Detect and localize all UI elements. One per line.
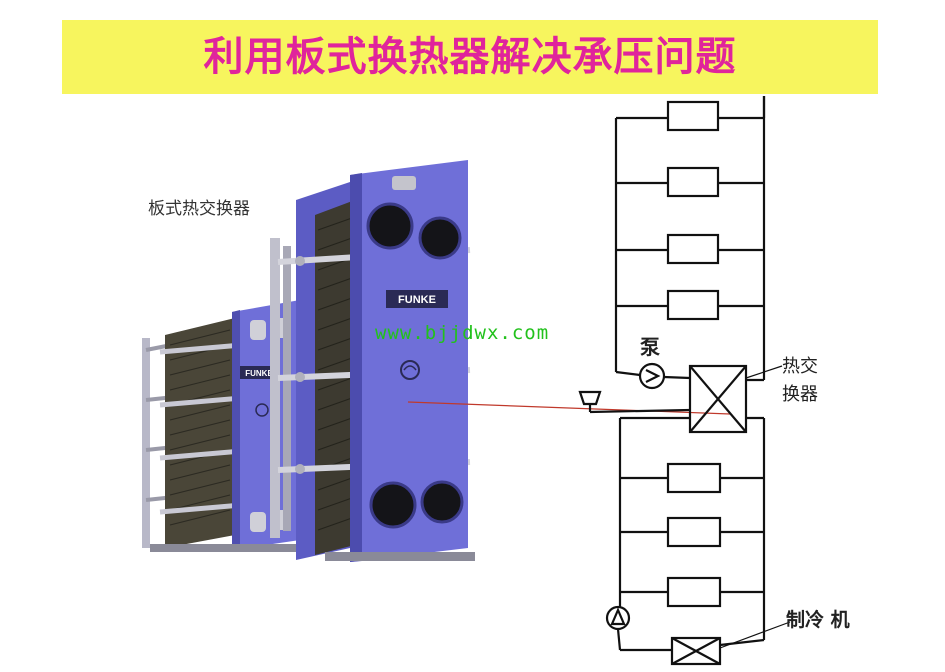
pump-label: 泵 — [640, 335, 660, 359]
load-box — [666, 100, 720, 132]
small-brand-label: FUNKE — [245, 369, 273, 378]
heat-exchanger-label-line1: 热交 — [782, 356, 818, 377]
load-box — [666, 289, 720, 321]
heat-exchanger-symbol — [688, 364, 748, 434]
load-box — [666, 516, 722, 548]
heat-exchanger-label-line2: 换器 — [782, 384, 818, 405]
title-banner: 利用板式换热器解决承压问题 — [62, 20, 878, 94]
chiller-label: 制冷 机 — [786, 609, 850, 631]
large-brand-label: FUNKE — [398, 294, 436, 306]
chiller-symbol — [670, 636, 722, 666]
schematic-diagram — [578, 96, 766, 666]
pump-symbol — [638, 362, 666, 390]
large-heat-exchanger: FUNKE — [270, 160, 475, 562]
expansion-tank-symbol — [578, 390, 602, 406]
pointer-line — [407, 401, 731, 415]
load-box — [666, 233, 720, 265]
load-box — [666, 462, 722, 494]
photo-label: 板式热交换器 — [148, 199, 250, 219]
page-title: 利用板式换热器解决承压问题 — [203, 34, 737, 80]
watermark: www.bjjdwx.com — [375, 322, 550, 344]
load-box — [666, 576, 722, 608]
load-box — [666, 166, 720, 198]
